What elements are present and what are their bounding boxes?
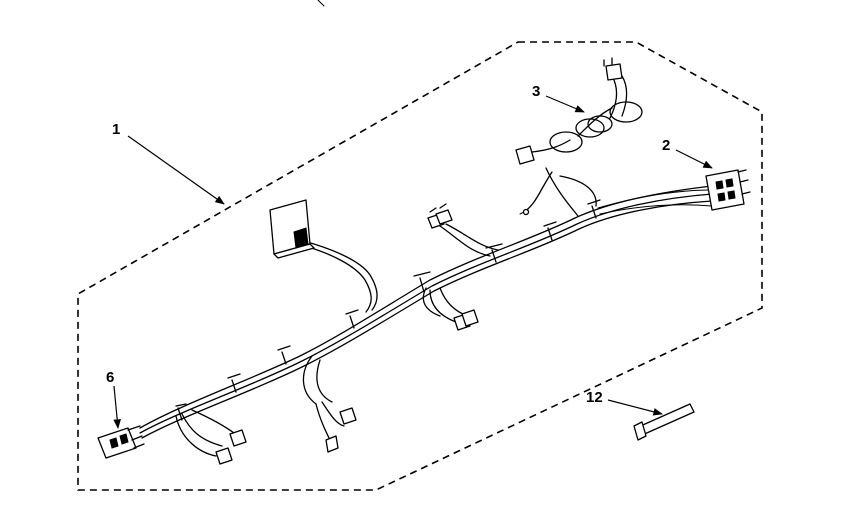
callout-label-6: 6 (106, 369, 114, 386)
callout-label-12: 12 (586, 389, 603, 406)
callout-label-3: 3 (532, 83, 540, 100)
main-harness-trunk (139, 185, 713, 439)
upper-right-branch (519, 167, 597, 217)
cable-tie (633, 403, 695, 441)
harness-clips (175, 199, 601, 421)
top-tick-mark (317, 0, 325, 7)
callout-item-3: 3 (532, 83, 585, 113)
callout-item-1: 1 (112, 121, 225, 205)
multi-pin-connector (705, 169, 751, 211)
kit-boundary (77, 41, 763, 491)
callout-label-2: 2 (662, 137, 670, 154)
coiled-cord-assembly (515, 57, 643, 165)
callout-label-1: 1 (112, 121, 120, 138)
center-upper-branch (427, 203, 499, 257)
callout-item-2: 2 (662, 137, 713, 169)
left-connector (97, 425, 145, 459)
block-connector-branch (269, 199, 378, 313)
callout-item-6: 6 (106, 369, 122, 429)
lower-left-branches (175, 355, 357, 465)
center-lower-branch (422, 287, 479, 331)
callout-item-12: 12 (586, 389, 663, 416)
